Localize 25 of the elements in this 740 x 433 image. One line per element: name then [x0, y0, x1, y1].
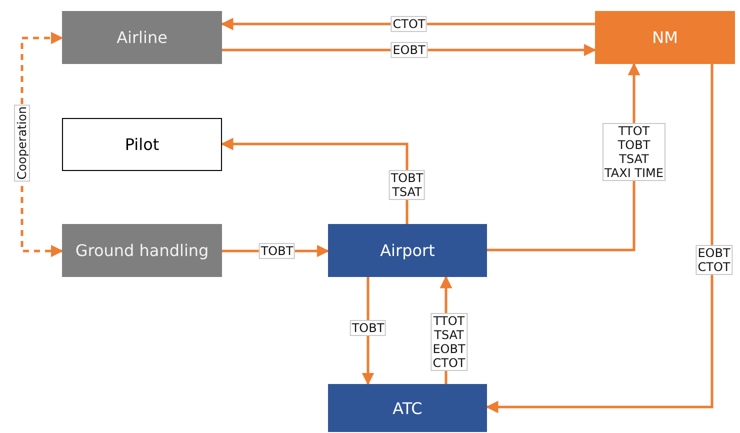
actor-box: [328, 384, 487, 432]
arrow: [220, 18, 595, 30]
node-label: Ground handling: [75, 241, 209, 260]
node-label: NM: [652, 28, 678, 47]
edge-label: CTOT: [390, 16, 428, 32]
actor-box: [62, 118, 222, 171]
node-label: Airline: [116, 28, 168, 47]
node-label: Pilot: [124, 135, 160, 154]
edge-label: EOBT CTOT: [696, 245, 732, 275]
edge-label: TOBT: [350, 320, 386, 336]
actor-box: [62, 224, 222, 277]
edge-label: TTOT TOBT TSAT TAXI TIME: [602, 123, 666, 181]
node-label: Airport: [380, 241, 435, 260]
actor-box: [328, 224, 487, 277]
edge-label: Cooperation: [14, 104, 30, 182]
arrow: [486, 64, 714, 414]
actor-box: [595, 11, 735, 64]
arrow: [220, 138, 408, 224]
edge-label: EOBT: [390, 42, 428, 58]
edge-label: TOBT TSAT: [388, 170, 426, 200]
actor-box: [62, 11, 222, 64]
node-label: ATC: [392, 398, 422, 418]
arrow: [222, 44, 596, 56]
edge-label: TTOT TSAT EOBT CTOT: [430, 313, 468, 371]
edge-label: TOBT: [258, 243, 296, 259]
